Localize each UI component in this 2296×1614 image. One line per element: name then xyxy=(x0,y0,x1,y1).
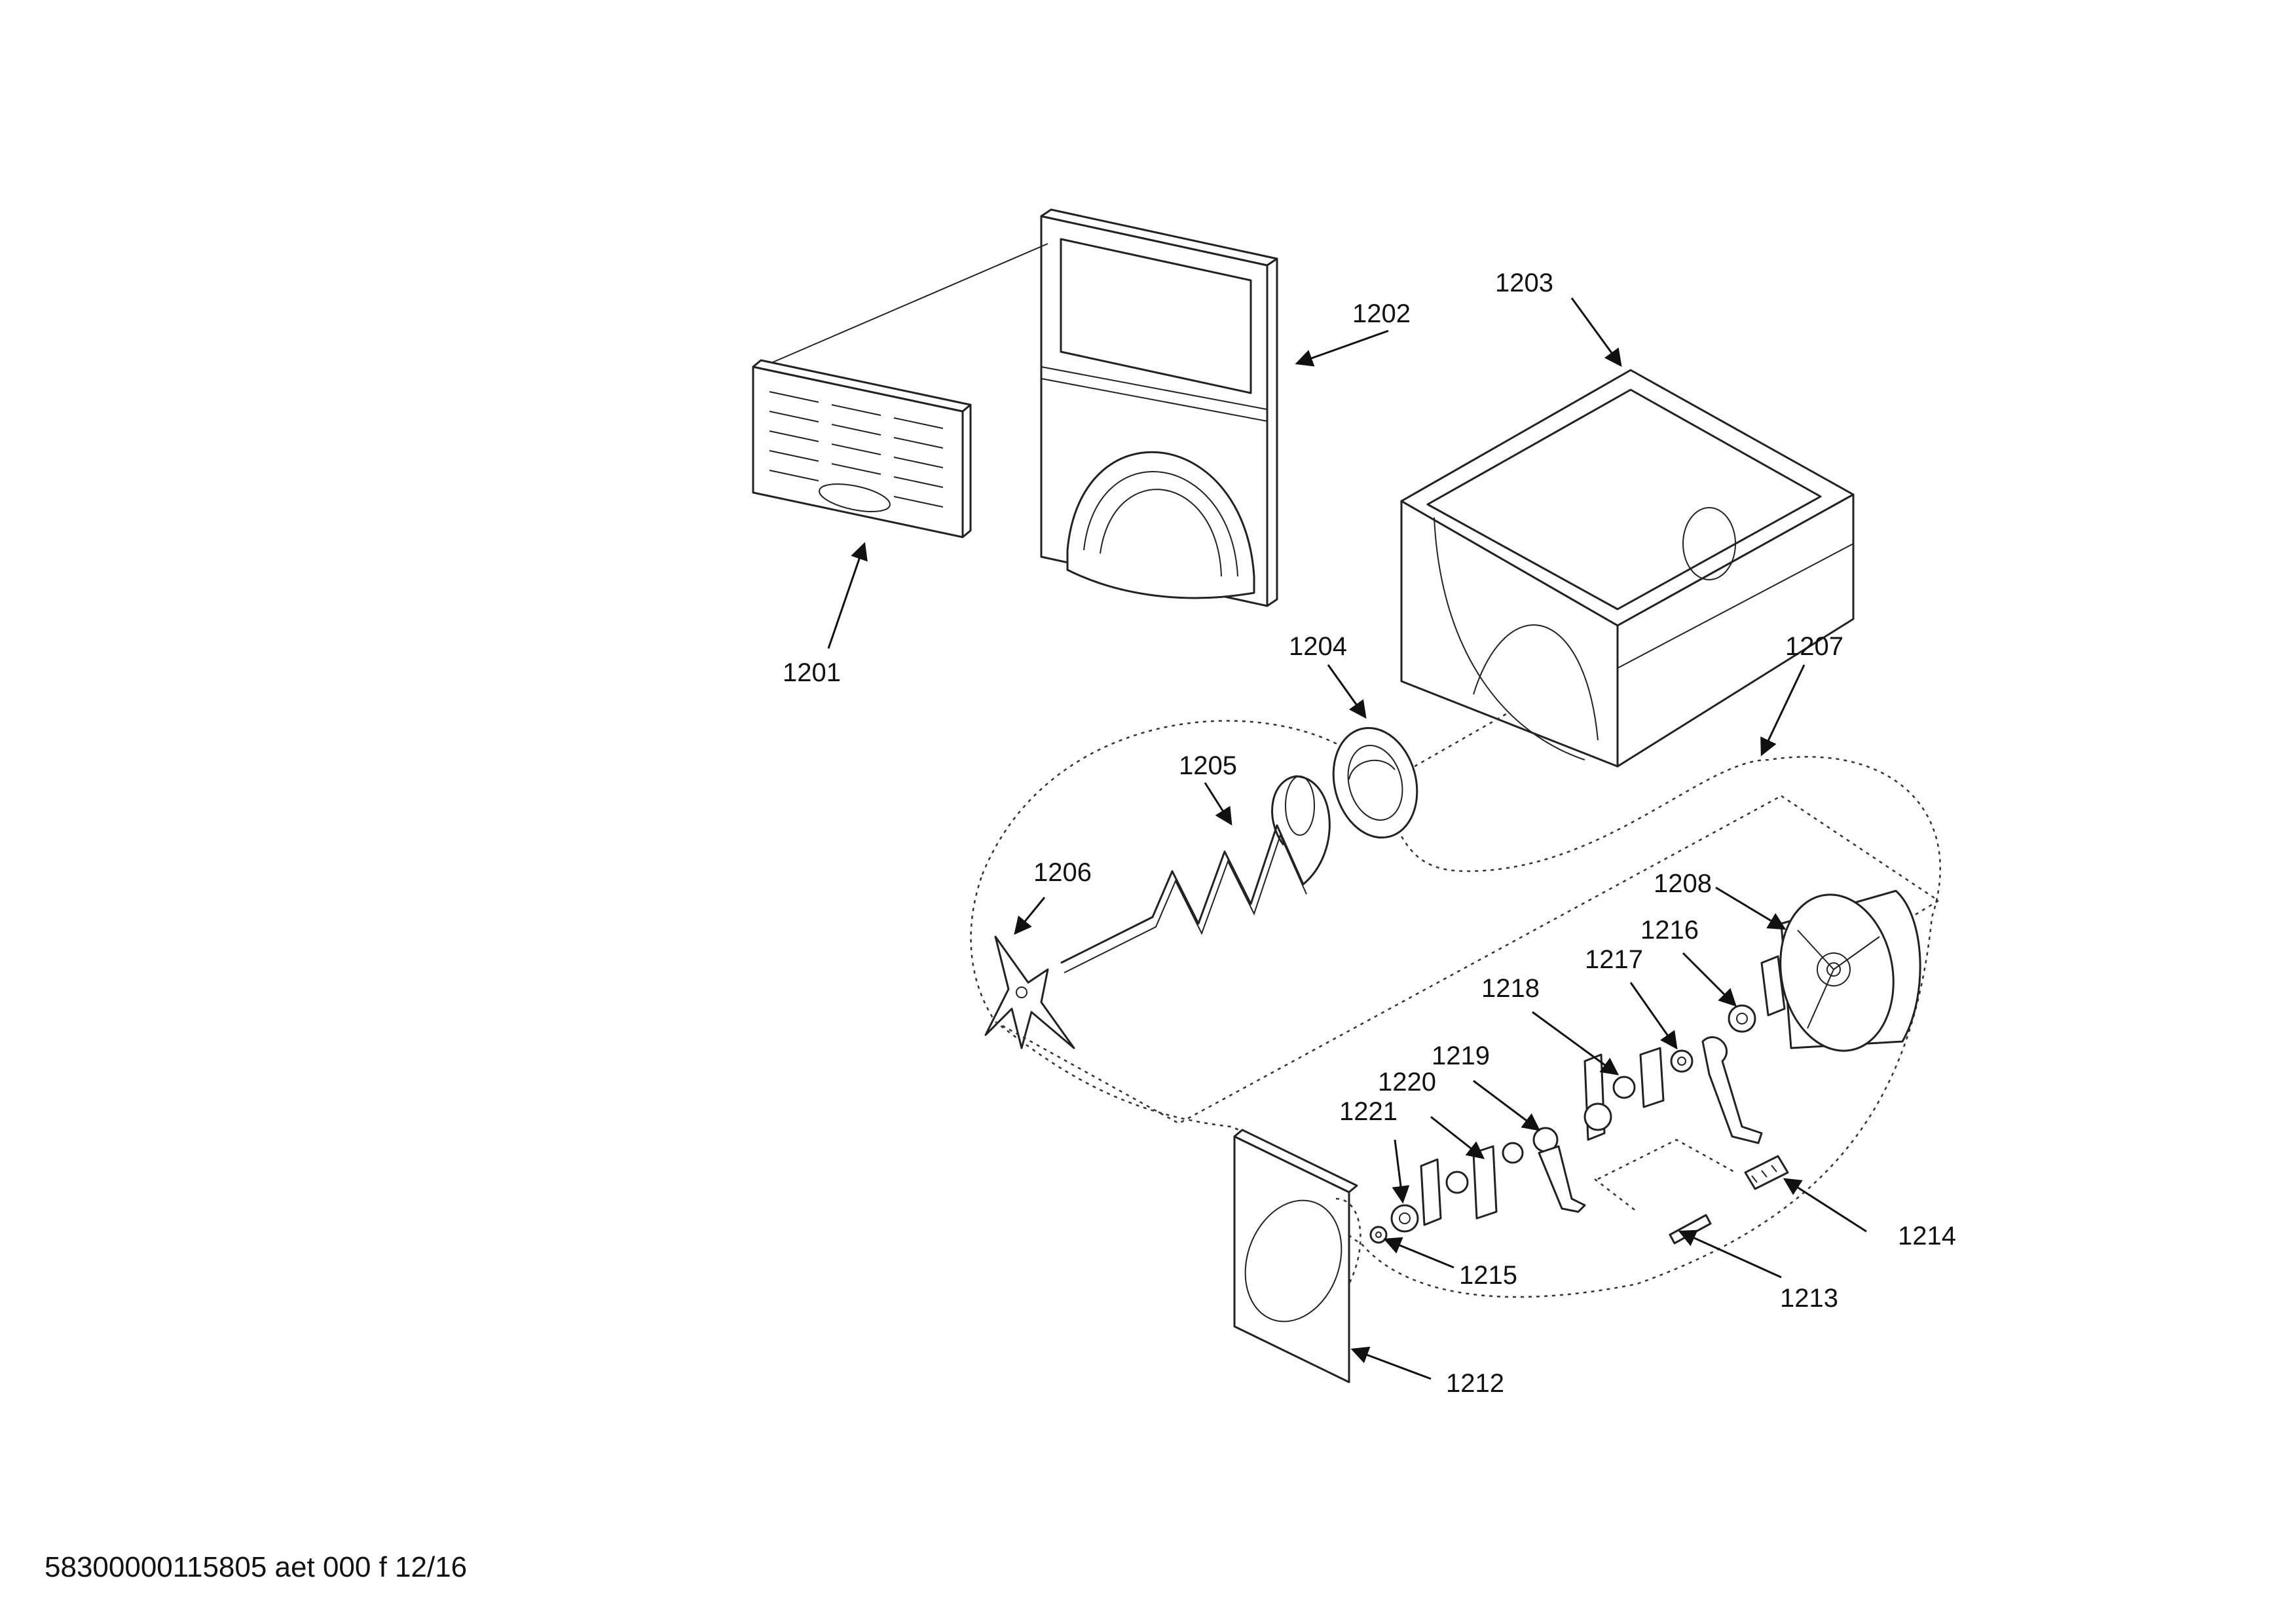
part-1206-impeller xyxy=(984,935,1075,1049)
part-1217-washer xyxy=(1670,1049,1694,1073)
assembly-axis xyxy=(995,795,1939,1125)
callout-1202: 1202 xyxy=(1352,299,1411,328)
part-1208-drum xyxy=(1779,890,1921,1052)
callout-1214: 1214 xyxy=(1898,1222,1956,1250)
part-1203-ice-bin xyxy=(1400,369,1855,768)
callout-1217: 1217 xyxy=(1585,945,1643,974)
part-1214-bracket xyxy=(1744,1155,1789,1190)
part-1215-washer xyxy=(1369,1226,1388,1244)
part-1205-auger xyxy=(1060,775,1331,973)
part-1219-blade xyxy=(1532,1102,1612,1213)
part-1202-frame xyxy=(1040,208,1278,607)
callout-1216: 1216 xyxy=(1640,916,1699,945)
callout-1205: 1205 xyxy=(1179,751,1237,780)
callout-1213: 1213 xyxy=(1780,1284,1838,1313)
callout-1220: 1220 xyxy=(1378,1068,1436,1097)
callout-1219: 1219 xyxy=(1432,1042,1490,1070)
callout-1204: 1204 xyxy=(1289,632,1347,661)
callout-1212: 1212 xyxy=(1446,1369,1504,1398)
callout-1215: 1215 xyxy=(1459,1261,1517,1290)
part-1201-grille-panel xyxy=(752,359,972,538)
part-1216-gear xyxy=(1728,955,1786,1033)
callout-1206: 1206 xyxy=(1033,858,1092,887)
callout-1201: 1201 xyxy=(783,658,841,687)
part-1213-pin xyxy=(1669,1214,1712,1245)
assembly-outline-1207 xyxy=(970,720,1941,1298)
part-1212-end-plate xyxy=(1233,1129,1361,1383)
callout-1208: 1208 xyxy=(1654,869,1712,898)
part-1221-bearing xyxy=(1390,1204,1419,1233)
leader-arrows xyxy=(827,297,1867,1380)
callout-1218: 1218 xyxy=(1481,974,1540,1003)
part-1204-seal-ring xyxy=(1332,726,1418,839)
part-1218-blade xyxy=(1583,1036,1763,1144)
callout-1203: 1203 xyxy=(1495,269,1553,297)
callout-1221: 1221 xyxy=(1339,1097,1398,1126)
callout-1207: 1207 xyxy=(1785,632,1843,661)
part-1220-blade xyxy=(1420,1142,1524,1226)
connector-line xyxy=(772,243,1048,363)
document-id: 58300000115805 aet 000 f 12/16 xyxy=(45,1551,468,1583)
